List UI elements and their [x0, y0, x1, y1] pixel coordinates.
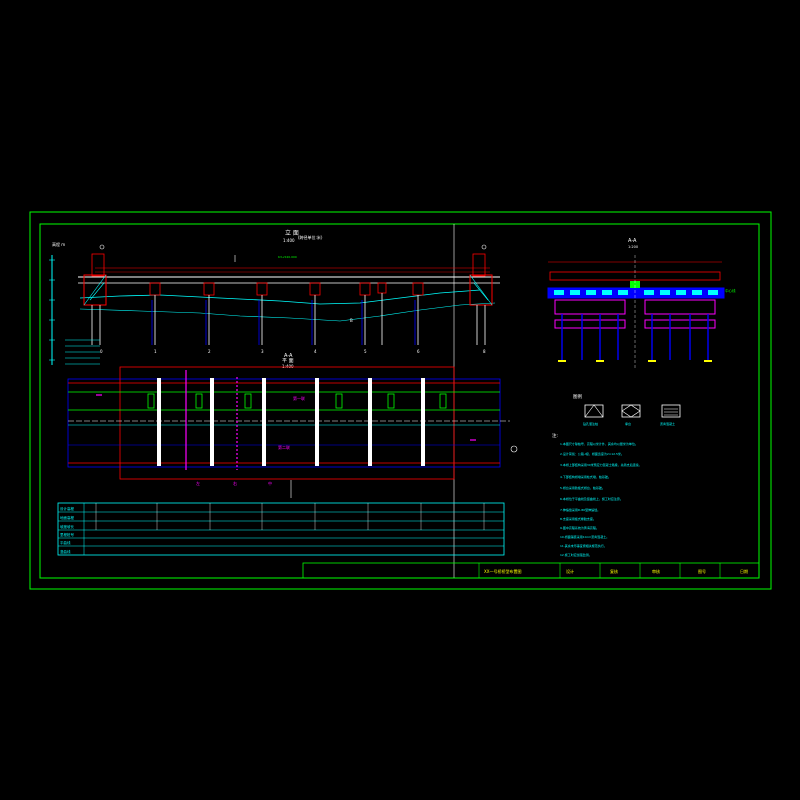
- pier-label-8: 8: [483, 349, 486, 354]
- cross-section-title: A-A: [628, 238, 637, 244]
- profile-row-label-1: 地面高程: [60, 515, 74, 520]
- elevation-subtitle: (跨径单位:米): [298, 234, 323, 240]
- piers: [149, 282, 424, 345]
- elevation-title: 立 面: [285, 229, 299, 237]
- plan-pier-caps: [157, 378, 425, 466]
- section-label-a: A-A: [284, 353, 293, 359]
- profile-row-label-4: 平曲线: [60, 540, 71, 545]
- pier-2: [203, 282, 215, 345]
- title-block: XX一号桥桥型布置图 设计 复核 审核 图号 日期: [302, 562, 760, 579]
- note-line-0: 1.本图尺寸除桩号、高程以米计外，其余均以厘米为单位。: [560, 441, 638, 446]
- pier-label-6: 6: [417, 349, 420, 354]
- title-design: 设计: [566, 568, 574, 574]
- plan-north-marker: [510, 445, 518, 453]
- legend-swatch-asphalt: [661, 404, 681, 418]
- legend-item-2: 沥青混凝土: [660, 421, 675, 426]
- pier-label-1: 1: [154, 349, 157, 354]
- plan-scale: 1:400: [282, 364, 294, 369]
- plan-bottom-label-center: 中: [268, 480, 272, 486]
- note-line-4: 5.桥台采用肋板式桥台，桩基础。: [560, 485, 605, 490]
- note-line-3: 4.下部结构桥墩采用柱式墩，桩基础。: [560, 474, 611, 479]
- abutment-left: [83, 244, 107, 345]
- elevation-scale: 1:400: [283, 238, 295, 243]
- plan-deck-outer: [119, 366, 455, 480]
- note-line-1: 2.设计荷载：公路-I级，桥面宽度为2×12.5米。: [560, 451, 624, 456]
- note-line-9: 10.桥面铺装采用10cm沥青混凝土。: [560, 534, 609, 539]
- abutment-right: [469, 244, 493, 345]
- note-line-5: 6.本桥位于平曲线及竖曲线上，施工时应注意。: [560, 496, 623, 501]
- profile-row-label-3: 里程桩号: [60, 532, 74, 537]
- ground-line-upper: [79, 289, 481, 305]
- notes: 注: 1.本图尺寸除桩号、高程以米计外，其余均以厘米为单位。 2.设计荷载：公路…: [552, 432, 642, 557]
- note-line-7: 8.支座采用板式橡胶支座。: [560, 516, 596, 521]
- note-line-10: 11.其余未尽事宜按相关规范执行。: [560, 543, 607, 548]
- title-date: 日期: [740, 568, 748, 574]
- elevation-side-legend: [65, 339, 100, 365]
- note-line-11: 12.施工时应加强监测。: [560, 552, 592, 557]
- pier-label-2: 2: [208, 349, 211, 354]
- drawing-title: XX一号桥桥型布置图: [484, 568, 521, 574]
- profile-row-label-0: 设计高程: [60, 506, 74, 511]
- outer-frame: [29, 211, 772, 590]
- pier-4: [309, 282, 321, 345]
- plan-bottom-label-right: 右: [233, 480, 237, 486]
- title-audit: 审核: [652, 568, 660, 574]
- plan-title: 平 面: [282, 358, 294, 364]
- legend-swatch-pile: [584, 404, 604, 418]
- plan-bottom-label-left: 左: [196, 480, 200, 486]
- pier-1: [149, 282, 161, 345]
- title-drawing-no: 图号: [698, 568, 706, 574]
- pier-7: [377, 282, 387, 345]
- cross-section: A-A 1:200 中心线: [547, 238, 736, 370]
- profile-row-label-2: 坡度坡长: [60, 524, 74, 529]
- pier-labels: 0 1 2 3 4 5 6 8: [100, 349, 486, 354]
- legend: 图例 钻孔灌注桩 承台 沥青混凝土: [573, 393, 681, 426]
- pier-6: [412, 282, 424, 345]
- cross-section-scale: 1:200: [628, 245, 638, 249]
- span-note: K3+540.000: [278, 255, 297, 259]
- pier-3: [256, 282, 268, 345]
- legend-swatch-cap: [621, 404, 641, 418]
- legend-item-1: 承台: [625, 421, 631, 426]
- note-line-2: 3.本桥上部结构采用30米预应力混凝土箱梁，先简支后连续。: [560, 462, 642, 467]
- plan-span-boxes: [147, 393, 447, 409]
- note-line-6: 7.伸缩缝采用D-80型伸缩缝。: [560, 507, 600, 512]
- plan-magenta-marks: [96, 370, 476, 470]
- pier-label-3: 3: [261, 349, 264, 354]
- elevation-scale-label: 高程 m: [52, 241, 65, 247]
- profile-row-label-5: 竖曲线: [60, 549, 71, 554]
- elevation-view: 立 面 1:400 (跨径单位:米) 高程 m K3+540.000: [49, 229, 500, 365]
- plan-view: 平 面 1:400 第一联: [67, 358, 518, 498]
- pier-label-0: 0: [100, 349, 103, 354]
- plan-outline: [67, 378, 501, 468]
- profile-table: 设计高程 地面高程 坡度坡长 里程桩号 平曲线 竖曲线: [57, 502, 505, 556]
- legend-title: 图例: [573, 393, 582, 400]
- cross-section-center-label: 中心线: [725, 288, 736, 293]
- note-line-8: 9.图中高程系统为黄海高程。: [560, 525, 599, 530]
- pier-label-4: 4: [314, 349, 317, 354]
- plan-span-label-2: 第二联: [278, 444, 290, 450]
- ground-line-lower: [79, 302, 496, 322]
- plan-span-label-1: 第一联: [293, 395, 305, 401]
- legend-item-0: 钻孔灌注桩: [583, 421, 598, 426]
- ruler-ticks: [49, 259, 55, 361]
- pier-5: [359, 282, 371, 345]
- title-review: 复核: [610, 568, 618, 574]
- notes-heading: 注:: [552, 432, 558, 439]
- pier-label-5: 5: [364, 349, 367, 354]
- section-label-b: B: [350, 318, 353, 323]
